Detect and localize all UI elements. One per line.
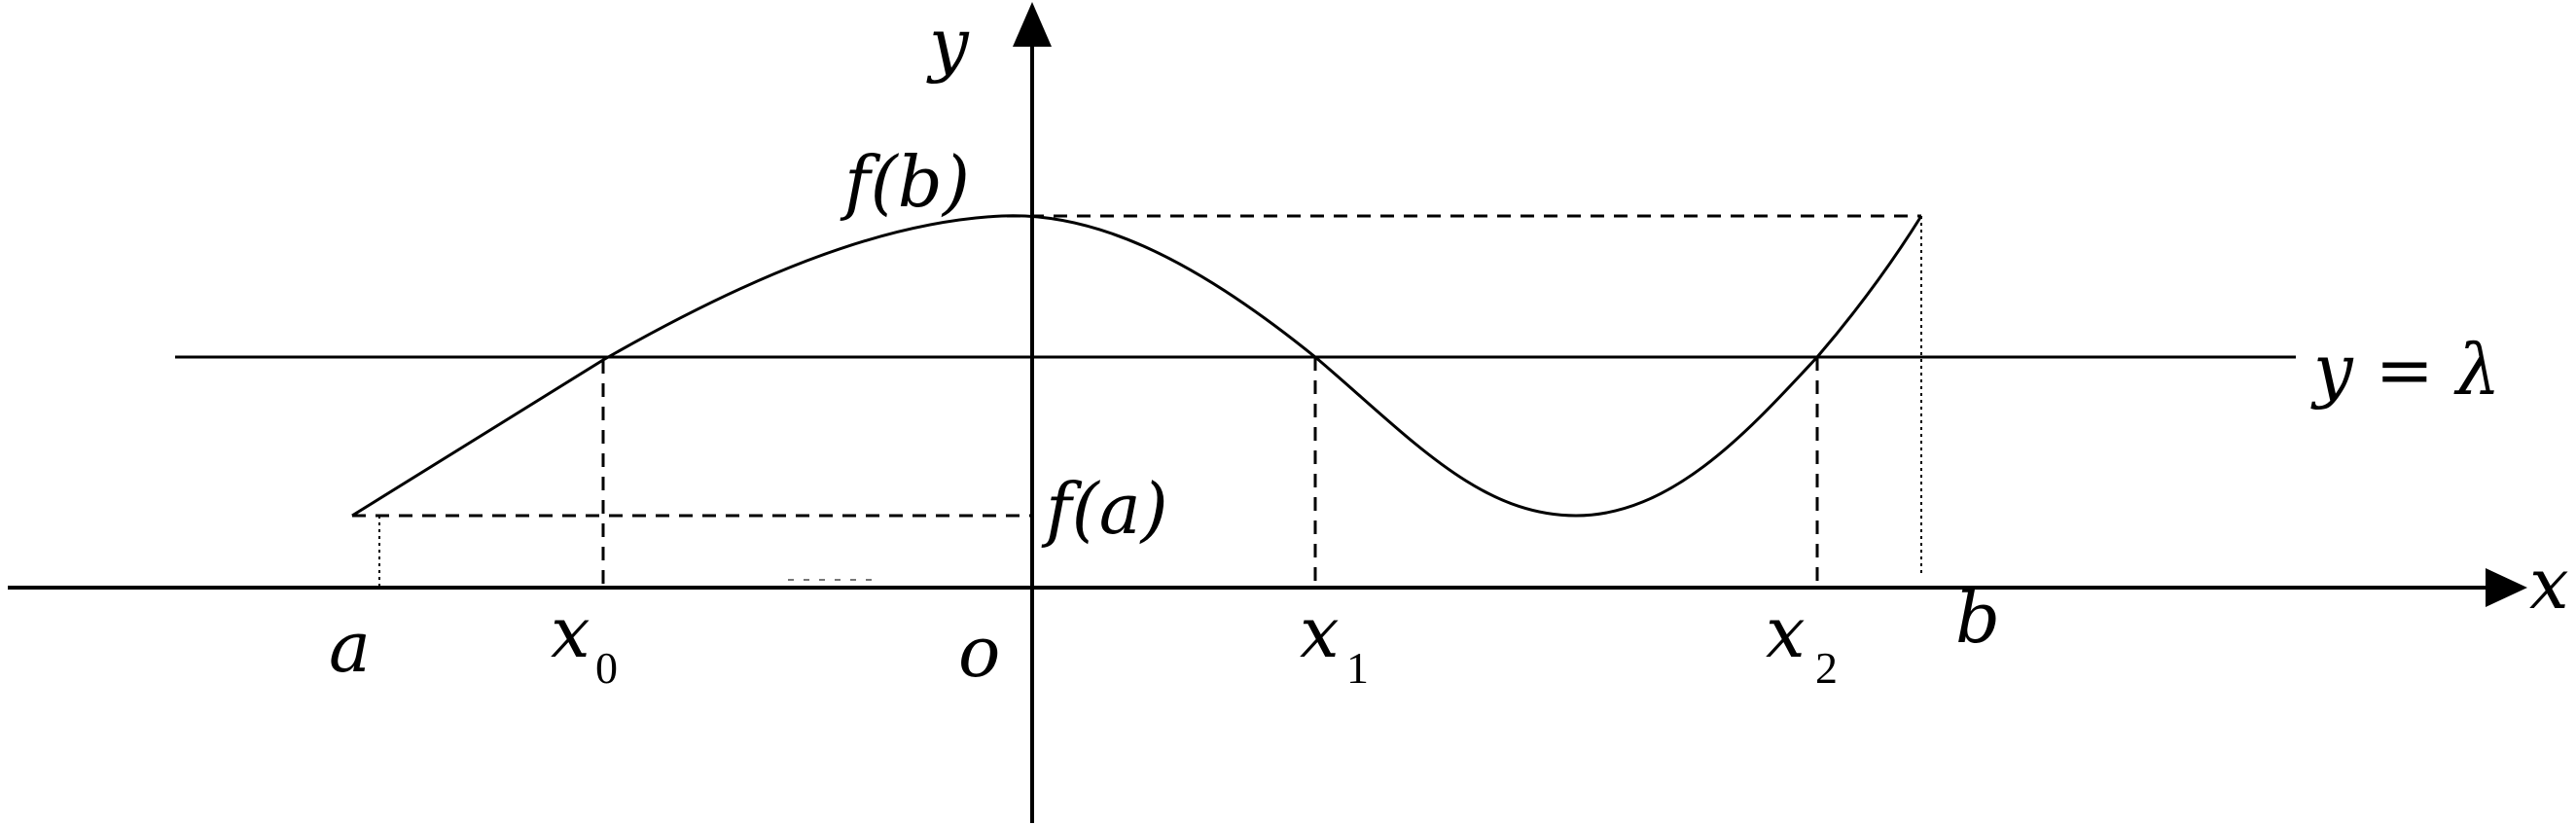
- x1-subscript: 1: [1346, 643, 1369, 693]
- x-axis-label: x: [2529, 543, 2569, 625]
- y-axis-label: y: [926, 3, 970, 85]
- x-axis-arrow: [2486, 568, 2527, 607]
- point-x2-label: x 2: [1766, 592, 1838, 693]
- endpoint-dotted-lines: [378, 216, 1922, 588]
- lambda-line-label: y = λ: [2310, 329, 2500, 411]
- function-curve: [351, 214, 1923, 518]
- y-axis-arrow: [1013, 2, 1052, 47]
- point-x0-label: x 0: [551, 592, 618, 693]
- point-a-label: a: [329, 606, 371, 688]
- origin-label: o: [958, 611, 1000, 693]
- x2-main: x: [1766, 592, 1806, 673]
- guide-lines: [352, 214, 1921, 588]
- fb-label: f(b): [840, 141, 970, 223]
- x1-main: x: [1300, 592, 1340, 673]
- point-x1-label: x 1: [1300, 592, 1369, 693]
- x0-subscript: 0: [595, 643, 618, 693]
- point-b-label: b: [1955, 577, 2000, 659]
- fa-label: f(a): [1041, 468, 1168, 550]
- x0-main: x: [551, 592, 590, 673]
- x2-subscript: 2: [1815, 643, 1838, 693]
